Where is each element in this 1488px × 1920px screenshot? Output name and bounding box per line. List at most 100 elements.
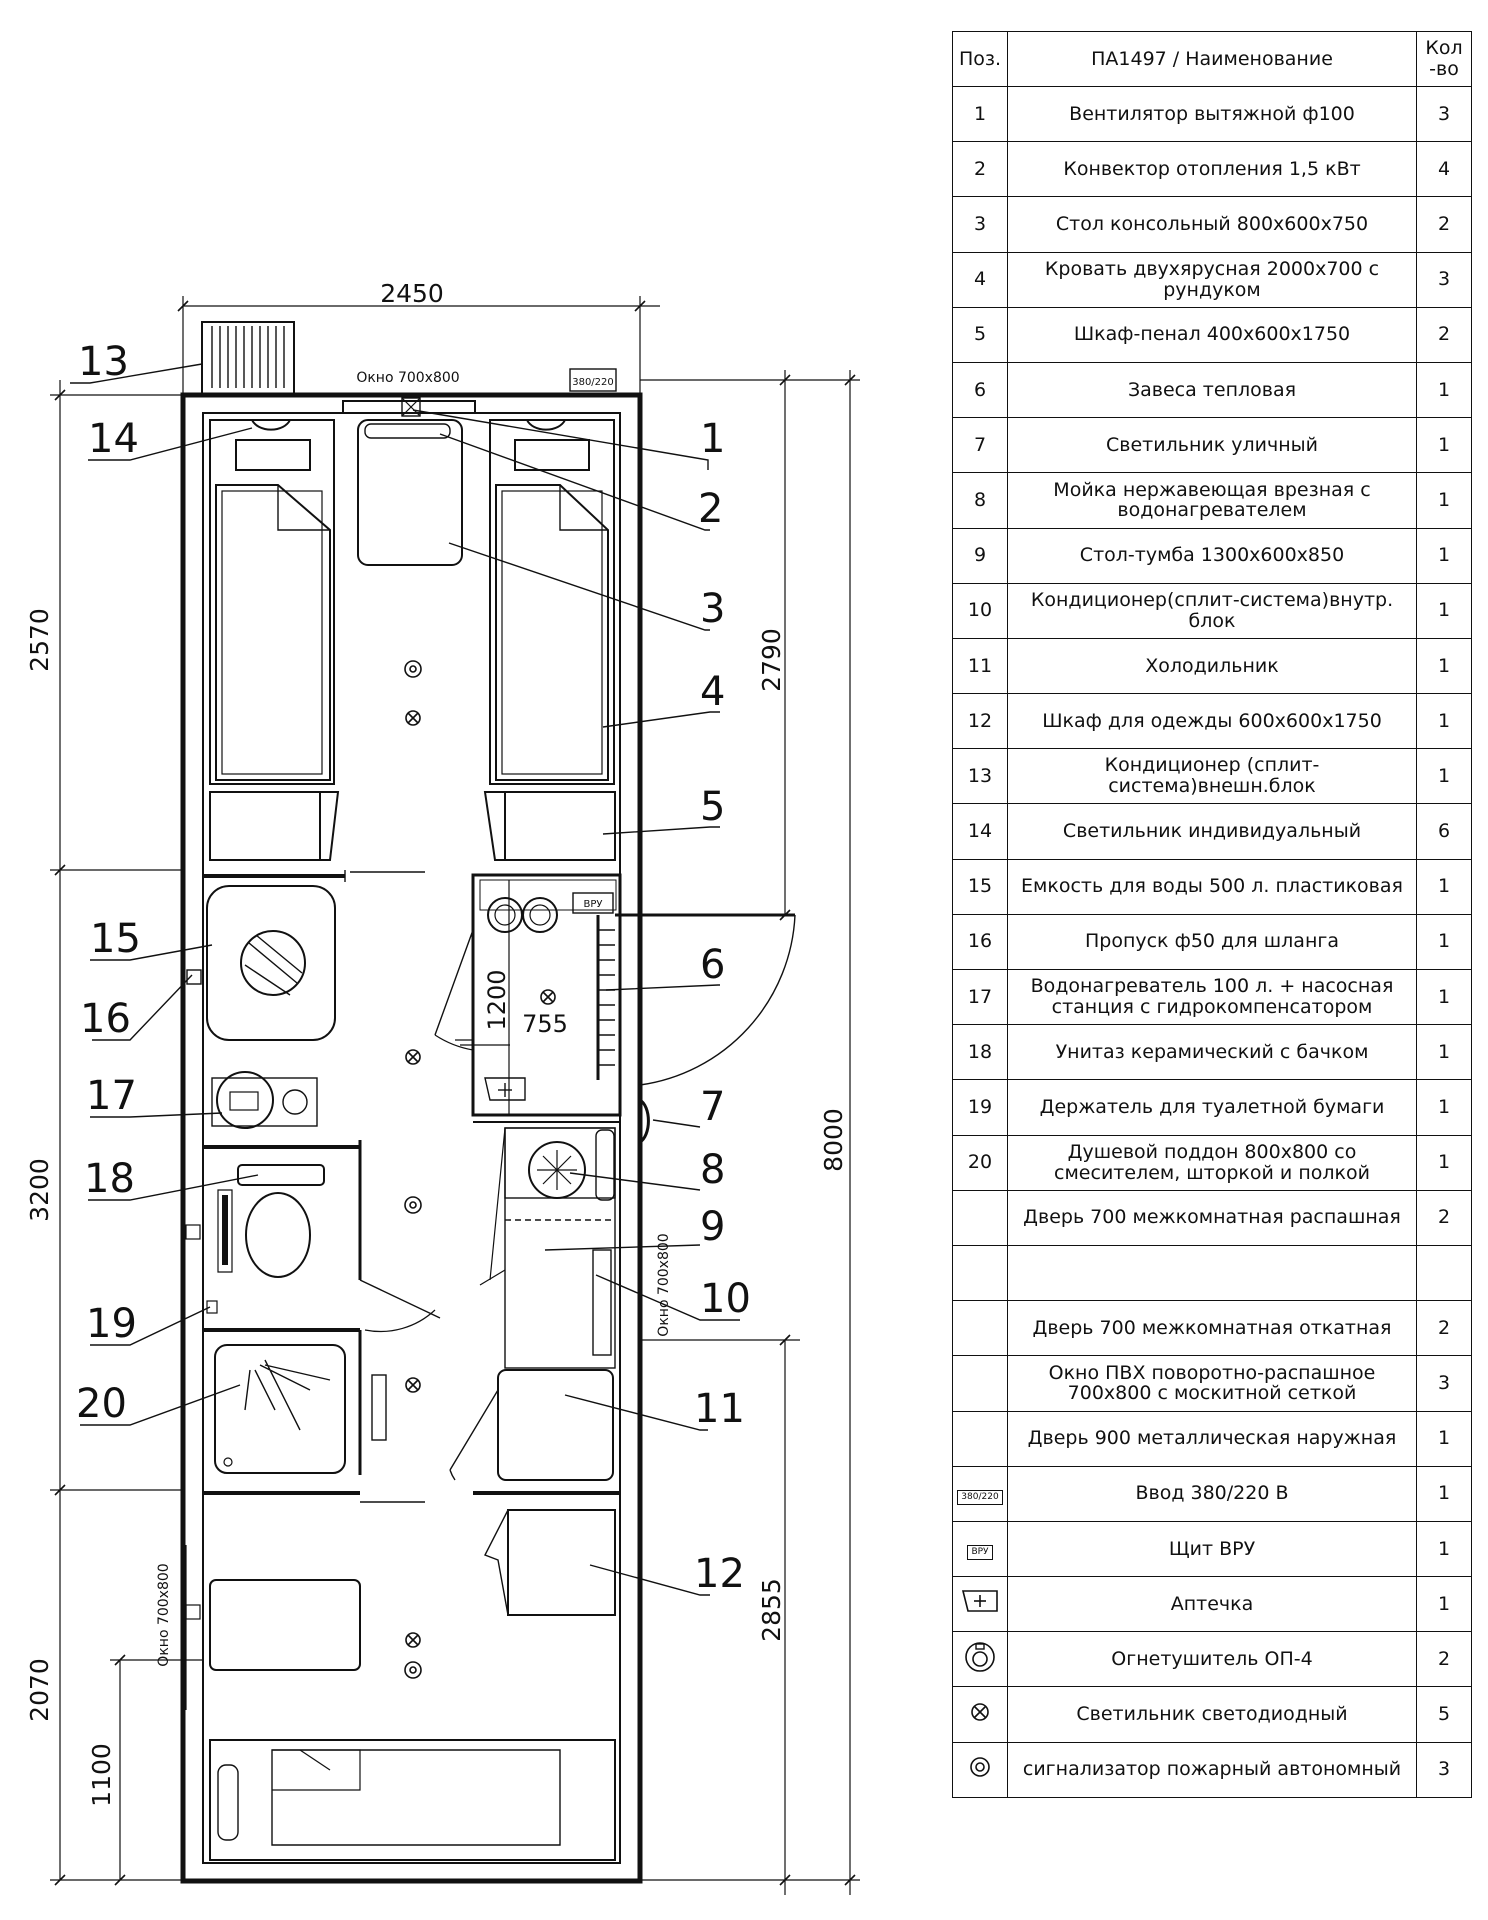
ac-outdoor-unit bbox=[201, 321, 295, 396]
cell-pos: 13 bbox=[952, 748, 1008, 805]
cell-qty: 2 bbox=[1416, 1300, 1472, 1357]
cell-name: Кондиционер(сплит-система)внутр. блок bbox=[1007, 582, 1417, 639]
callout-20: 20 bbox=[76, 1381, 127, 1427]
cell-pos: 10 bbox=[952, 582, 1008, 639]
cell-qty: 1 bbox=[1416, 417, 1472, 474]
cell-qty: 4 bbox=[1416, 141, 1472, 198]
cell-pos bbox=[952, 1189, 1008, 1246]
refrigerator bbox=[497, 1369, 614, 1481]
table-row bbox=[952, 1244, 1472, 1302]
cell-qty: 1 bbox=[1416, 637, 1472, 695]
cell-pos bbox=[952, 1741, 1008, 1798]
water-tank-hatch bbox=[240, 930, 306, 996]
toilet-bowl bbox=[245, 1192, 311, 1278]
vru-label: ВРУ bbox=[584, 899, 603, 910]
cell-qty: 1 bbox=[1416, 748, 1472, 805]
callout-7: 7 bbox=[700, 1084, 725, 1130]
cell-name: Стол консольный 800х600х750 bbox=[1007, 196, 1417, 253]
shower-tray bbox=[214, 1344, 346, 1474]
callout-12: 12 bbox=[694, 1551, 745, 1597]
callout-2: 2 bbox=[698, 486, 723, 532]
cell-name: сигнализатор пожарный автономный bbox=[1007, 1741, 1417, 1798]
wardrobe bbox=[507, 1509, 616, 1616]
window-right-label: Окно 700х800 bbox=[656, 1233, 672, 1336]
cell-qty: 1 bbox=[1416, 858, 1472, 915]
pencil-case-bottom bbox=[209, 1579, 361, 1671]
cell-name: Стол-тумба 1300х600х850 bbox=[1007, 527, 1417, 584]
inner-wall bbox=[202, 412, 621, 1864]
cell-name: Завеса тепловая bbox=[1007, 361, 1417, 419]
cell-pos: 2 bbox=[952, 141, 1008, 198]
dim-left-inner: 1100 bbox=[87, 1743, 116, 1807]
cell-name: Холодильник bbox=[1007, 637, 1417, 695]
table-header-row: Поз. ПА1497 / Наименование Кол -во bbox=[952, 31, 1472, 87]
cell-pos bbox=[952, 1300, 1008, 1357]
dim-right-bottom: 2855 bbox=[757, 1578, 786, 1642]
cell-pos: 15 bbox=[952, 858, 1008, 915]
vent-fan bbox=[401, 397, 421, 417]
cell-name: Ввод 380/220 В bbox=[1007, 1465, 1417, 1522]
ac-grille bbox=[211, 326, 285, 388]
cell-pos: 1 bbox=[952, 85, 1008, 143]
cell-pos: 12 bbox=[952, 693, 1008, 750]
cell-qty: 1 bbox=[1416, 1576, 1472, 1633]
cell-pos: 3 bbox=[952, 196, 1008, 253]
power-input-box bbox=[569, 368, 617, 392]
cell-name: Мойка нержавеющая врезная с водонагреват… bbox=[1007, 472, 1417, 529]
callout-4: 4 bbox=[700, 669, 725, 715]
first-aid-icon bbox=[960, 1589, 1000, 1622]
cell-qty: 3 bbox=[1416, 1355, 1472, 1412]
cell-name: Душевой поддон 800х800 со смесителем, шт… bbox=[1007, 1134, 1417, 1191]
cell-qty: 1 bbox=[1416, 1520, 1472, 1578]
cell-pos bbox=[952, 1686, 1008, 1743]
cell-pos: 20 bbox=[952, 1134, 1008, 1191]
cell-qty: 1 bbox=[1416, 472, 1472, 529]
table-row: Окно ПВХ поворотно-распашное 700х800 с м… bbox=[952, 1355, 1472, 1412]
callout-8: 8 bbox=[700, 1147, 725, 1193]
cell-name: Вентилятор вытяжной ф100 bbox=[1007, 85, 1417, 143]
cell-qty: 1 bbox=[1416, 361, 1472, 419]
dim-width-total: 2450 bbox=[380, 279, 444, 308]
cell-name: Дверь 700 межкомнатная откатная bbox=[1007, 1300, 1417, 1357]
cell-name: Унитаз керамический с бачком bbox=[1007, 1024, 1417, 1081]
toilet-tank bbox=[237, 1164, 325, 1186]
callout-13: 13 bbox=[78, 339, 129, 385]
floor-plan: 2450 2570 3200 2070 1100 2790 8000 2855 … bbox=[25, 279, 860, 1895]
leader-lines bbox=[70, 363, 740, 1596]
cell-name: Аптечка bbox=[1007, 1576, 1417, 1633]
cell-qty: 1 bbox=[1416, 582, 1472, 639]
callout-18: 18 bbox=[84, 1156, 135, 1202]
cell-name: Водонагреватель 100 л. + насосная станци… bbox=[1007, 968, 1417, 1026]
callout-10: 10 bbox=[700, 1276, 751, 1322]
cell-name: Дверь 700 межкомнатная распашная bbox=[1007, 1189, 1417, 1246]
callout-16: 16 bbox=[80, 996, 131, 1042]
pencil-case-right bbox=[504, 791, 616, 861]
header-qty: Кол -во bbox=[1416, 31, 1472, 87]
cell-qty: 3 bbox=[1416, 85, 1472, 143]
window-top-label: Окно 700х800 bbox=[356, 370, 459, 386]
cell-name: Щит ВРУ bbox=[1007, 1520, 1417, 1578]
header-pos: Поз. bbox=[952, 31, 1008, 87]
dim-left-mid: 3200 bbox=[25, 1158, 54, 1222]
cell-qty: 2 bbox=[1416, 196, 1472, 253]
cell-pos bbox=[952, 1244, 1008, 1302]
cell-name: Окно ПВХ поворотно-распашное 700х800 с м… bbox=[1007, 1355, 1417, 1412]
dim-right-top: 2790 bbox=[757, 628, 786, 692]
